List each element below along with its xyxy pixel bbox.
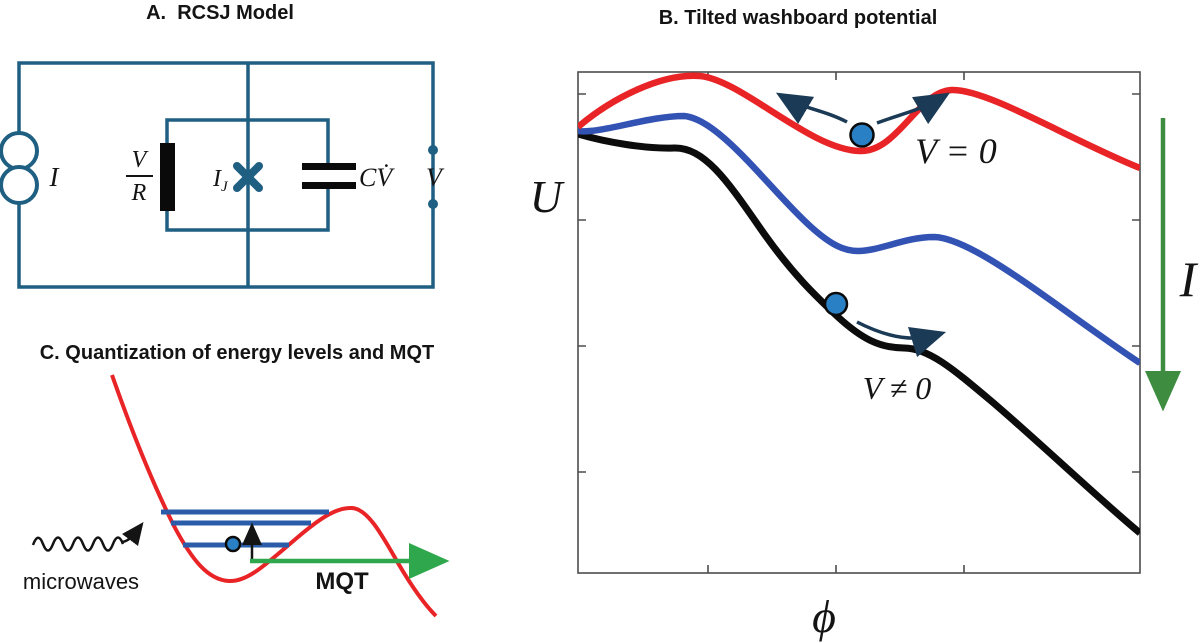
junction-current-label: IJ [212,166,229,195]
junction-label-main: I [212,166,222,192]
terminal-dot-bottom [428,199,438,209]
current-source-circle-bottom [0,165,39,205]
resistor-icon [160,143,175,211]
resistor-label: V R [126,147,153,206]
running-arrow [856,320,947,358]
curve-medium-tilt [578,112,1140,366]
capacitor-label: CV̇ [359,163,395,192]
current-source-circle-top [0,131,39,171]
terminal-dot-top [428,145,438,155]
panel-a-title: A. RCSJ Model [146,2,294,24]
capacitor-icon [302,163,356,189]
oscillation-arrow-left [775,92,848,124]
mqt-label: MQT [315,568,369,595]
terminal-voltage-label: V [426,163,445,192]
source-current-label: I [49,162,61,192]
x-ticks-bottom [707,565,965,573]
zero-voltage-label: V = 0 [915,131,997,171]
wave-arrow-tip [120,522,144,546]
capacitor-plate-top [302,163,356,170]
oscillation-arrows [775,92,951,125]
y-axis-label: U [530,172,565,222]
plot-box [577,71,1141,574]
panel-c-mqt: C. Quantization of energy levels and MQT… [23,342,450,618]
junction-label-subscript: J [221,179,229,195]
panel-c-title: C. Quantization of energy levels and MQT [40,342,435,364]
washboard-curves [578,72,1140,536]
oscillation-arrow-right [876,92,951,125]
phase-ball-trapped [849,122,875,148]
current-source-icon [0,131,39,205]
resistor-label-denominator: R [131,180,147,206]
wave-squiggle [31,536,125,552]
resistor-label-numerator: V [132,147,149,173]
energy-levels [161,509,329,548]
x-axis-label: ϕ [812,591,836,642]
microwaves-label: microwaves [23,569,139,594]
panel-a-rcsj: A. RCSJ Model I V R IJ [0,2,445,289]
potential-well-curve [110,374,438,618]
panel-b-washboard: B. Tilted washboard potential V = 0 V ≠ … [530,7,1199,642]
curve-large-tilt [578,130,1140,536]
josephson-junction-icon [233,162,263,192]
ground-state-ball [224,535,242,553]
current-arrow-label: I [1179,251,1199,307]
panel-b-title: B. Tilted washboard potential [659,7,938,29]
voltage-terminals [428,145,438,209]
y-ticks-right [1132,93,1140,473]
phase-ball-running [823,291,849,317]
microwave-wave-icon [31,522,144,552]
nonzero-voltage-label: V ≠ 0 [863,370,932,406]
curve-small-tilt [578,72,1140,172]
x-ticks-top [707,72,965,80]
y-ticks-left [578,93,586,473]
capacitor-plate-bottom [302,182,356,189]
